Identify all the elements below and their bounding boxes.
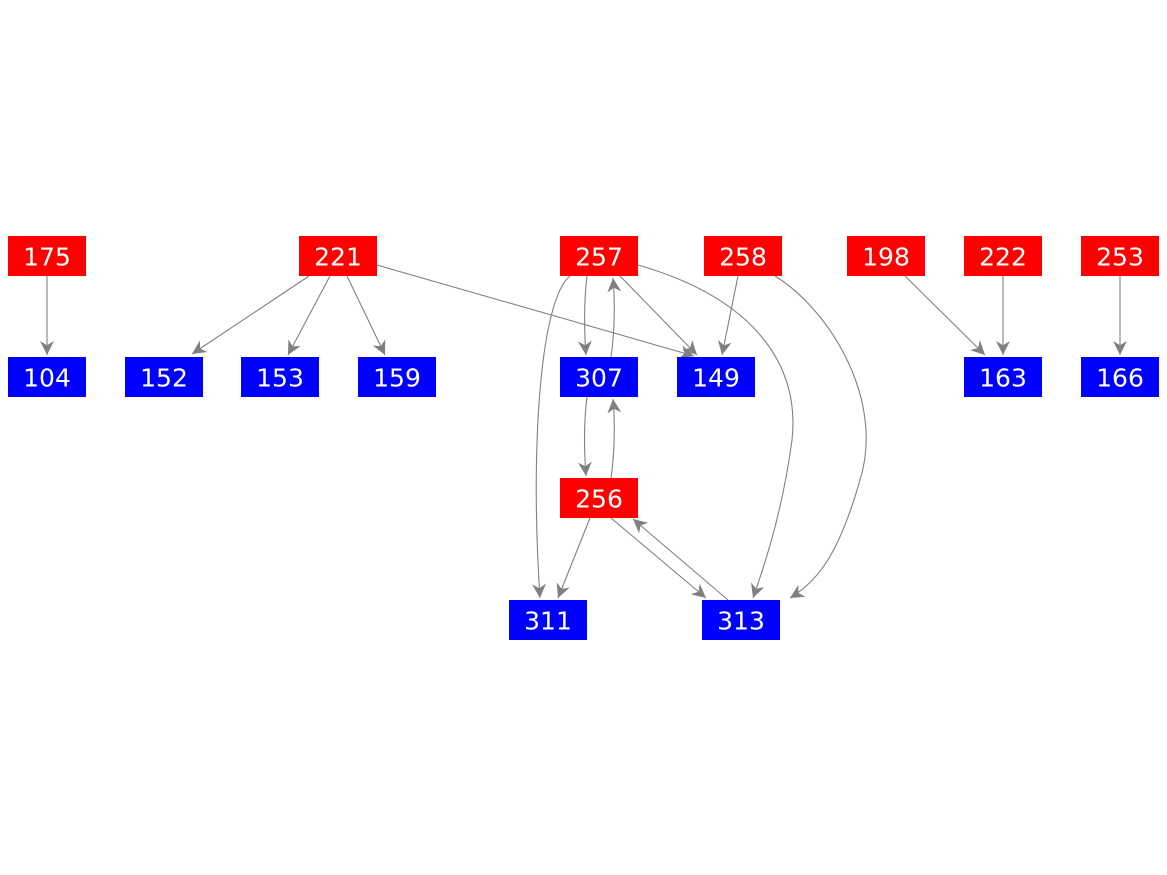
node-label: 257 [575, 243, 623, 272]
node-label: 149 [692, 364, 740, 393]
source-node-box [560, 236, 638, 276]
node-label: 175 [23, 243, 71, 272]
node-313[interactable]: 313 [702, 600, 780, 640]
edge-221-152 [191, 275, 310, 355]
target-node-box [964, 357, 1042, 397]
edge-256-311 [556, 517, 591, 599]
edge-307-257 [607, 277, 622, 358]
node-label: 198 [862, 243, 910, 272]
target-node-box [1081, 357, 1159, 397]
source-node-box [560, 478, 638, 518]
source-node-box [8, 236, 86, 276]
node-166[interactable]: 166 [1081, 357, 1159, 397]
target-node-box [509, 600, 587, 640]
edge-256-313 [610, 517, 707, 599]
node-198[interactable]: 198 [847, 236, 925, 276]
edge-257-313 [637, 264, 794, 599]
node-label: 258 [719, 243, 767, 272]
edge-258-313 [774, 275, 867, 599]
node-152[interactable]: 152 [125, 357, 203, 397]
node-149[interactable]: 149 [677, 357, 755, 397]
target-node-box [702, 600, 780, 640]
node-159[interactable]: 159 [358, 357, 436, 397]
node-label: 153 [256, 364, 304, 393]
edges-layer [40, 264, 1127, 601]
source-node-box [299, 236, 377, 276]
source-node-box [964, 236, 1042, 276]
node-label: 159 [373, 364, 421, 393]
target-node-box [560, 357, 638, 397]
target-node-box [358, 357, 436, 397]
node-label: 311 [524, 607, 572, 636]
edge-257-311 [532, 275, 571, 599]
node-175[interactable]: 175 [8, 236, 86, 276]
edge-221-153 [287, 275, 331, 356]
target-node-box [241, 357, 319, 397]
node-label: 307 [575, 364, 623, 393]
node-222[interactable]: 222 [964, 236, 1042, 276]
node-257[interactable]: 257 [560, 236, 638, 276]
node-221[interactable]: 221 [299, 236, 377, 276]
node-label: 256 [575, 485, 623, 514]
edge-257-149 [619, 275, 698, 356]
edge-307-256 [577, 396, 592, 477]
node-258[interactable]: 258 [704, 236, 782, 276]
node-253[interactable]: 253 [1081, 236, 1159, 276]
edge-221-149 [376, 264, 695, 359]
node-label: 163 [979, 364, 1027, 393]
source-node-box [704, 236, 782, 276]
source-node-box [847, 236, 925, 276]
source-node-box [1081, 236, 1159, 276]
node-label: 222 [979, 243, 1027, 272]
node-label: 221 [314, 243, 362, 272]
node-256[interactable]: 256 [560, 478, 638, 518]
node-153[interactable]: 153 [241, 357, 319, 397]
edge-313-256 [632, 518, 729, 601]
node-label: 313 [717, 607, 765, 636]
edge-198-163 [904, 275, 986, 356]
target-node-box [125, 357, 203, 397]
node-label: 104 [23, 364, 71, 393]
nodes-layer: 175 221 257 258 198 222 253 256 104 152 153 159 307 1… [8, 236, 1159, 640]
target-node-box [677, 357, 755, 397]
node-label: 166 [1096, 364, 1144, 393]
node-label: 152 [140, 364, 188, 393]
node-104[interactable]: 104 [8, 357, 86, 397]
edge-221-159 [346, 275, 386, 356]
node-163[interactable]: 163 [964, 357, 1042, 397]
node-307[interactable]: 307 [560, 357, 638, 397]
edge-256-307 [607, 398, 622, 479]
node-311[interactable]: 311 [509, 600, 587, 640]
node-label: 253 [1096, 243, 1144, 272]
edge-257-307 [577, 275, 592, 356]
target-node-box [8, 357, 86, 397]
edge-258-149 [717, 275, 739, 356]
